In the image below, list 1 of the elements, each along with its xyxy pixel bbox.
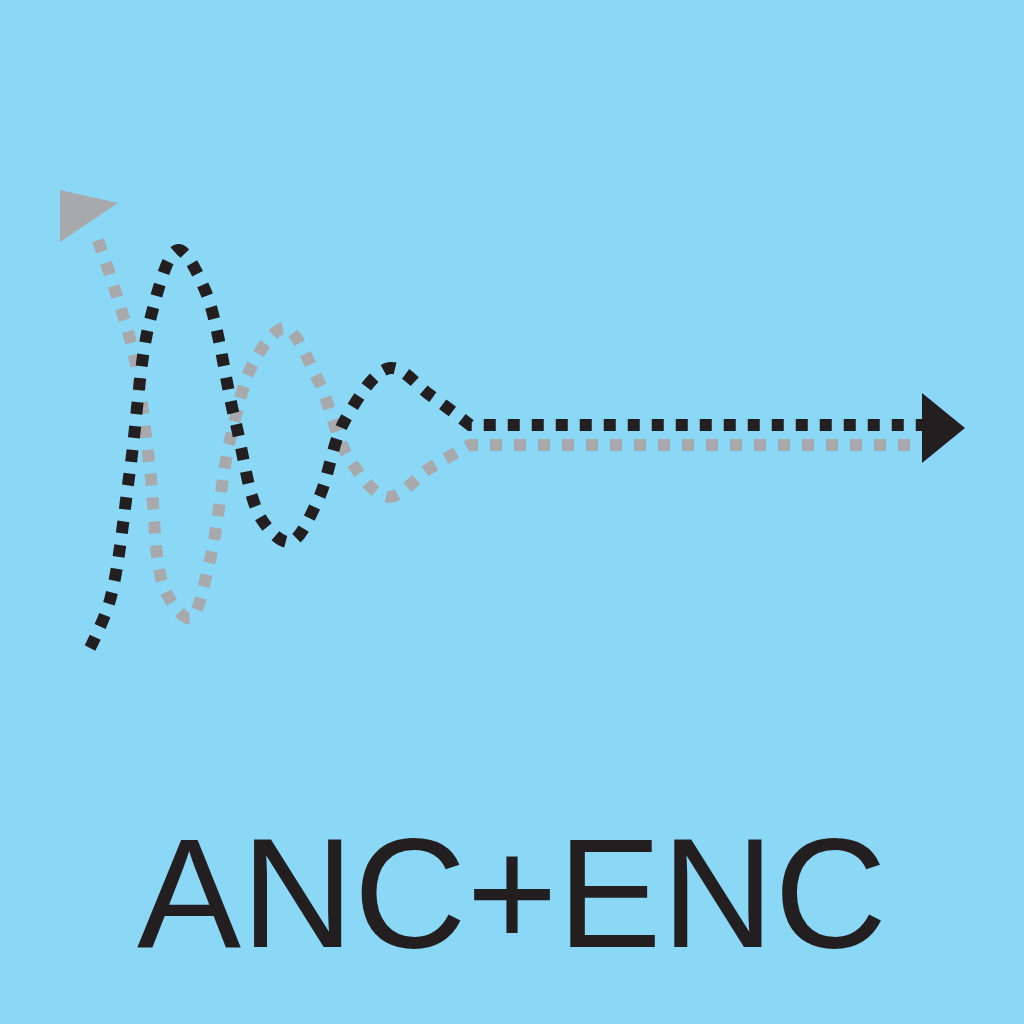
- product-label: ANC+ENC: [137, 815, 887, 971]
